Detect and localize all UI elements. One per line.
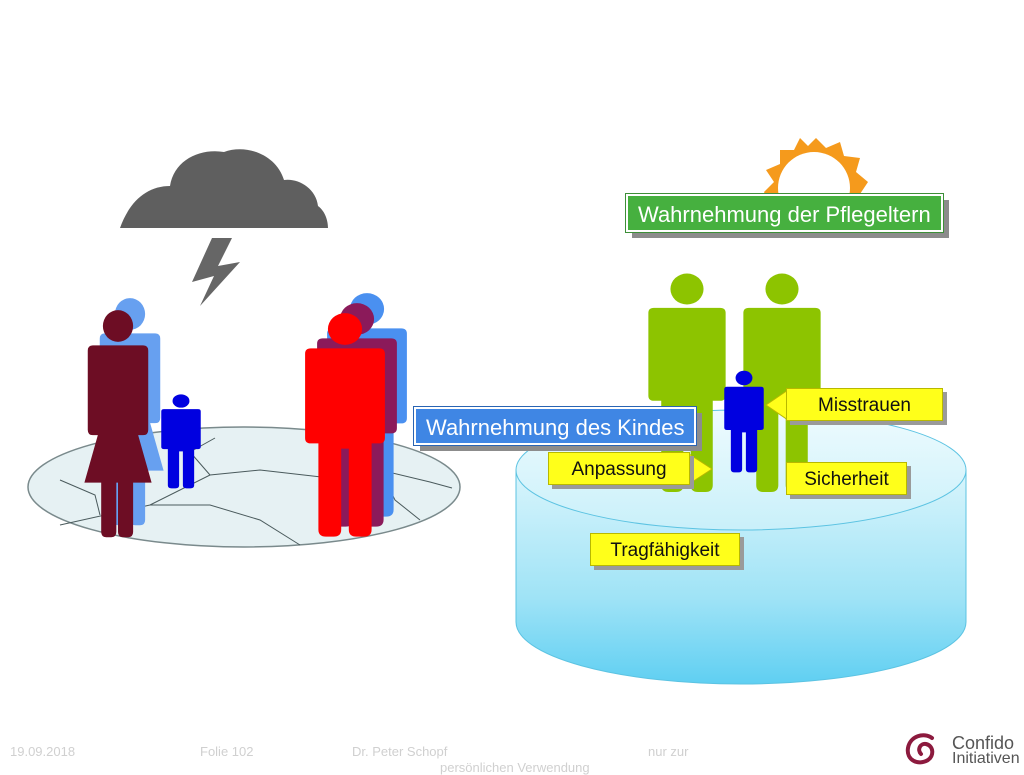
lightning-icon bbox=[192, 238, 240, 306]
logo-text-line1: Confido bbox=[952, 733, 1015, 753]
distrust-label: Misstrauen bbox=[786, 388, 943, 421]
footer-date: 19.09.2018 bbox=[10, 744, 76, 759]
storm-cloud-icon bbox=[120, 149, 328, 228]
footer-usage-note: nur zur bbox=[648, 744, 689, 759]
security-label: Sicherheit bbox=[786, 462, 907, 495]
footer-slide-number: Folie 102 bbox=[200, 744, 254, 759]
father-figure bbox=[305, 293, 407, 537]
logo-text-line2: Initiativen bbox=[952, 750, 1020, 767]
foster-parents-perception-label: Wahrnehmung der Pflegeltern bbox=[625, 193, 944, 233]
adaptation-label: Anpassung bbox=[548, 452, 690, 485]
footer-author: Dr. Peter Schopf bbox=[352, 744, 448, 759]
confido-logo-icon bbox=[905, 733, 935, 765]
resilience-label: Tragfähigkeit bbox=[590, 533, 740, 566]
child-perception-label: Wahrnehmung des Kindes bbox=[412, 406, 698, 446]
confido-logo: Confido Initiativen bbox=[902, 730, 1022, 768]
cracked-platform bbox=[27, 426, 461, 548]
